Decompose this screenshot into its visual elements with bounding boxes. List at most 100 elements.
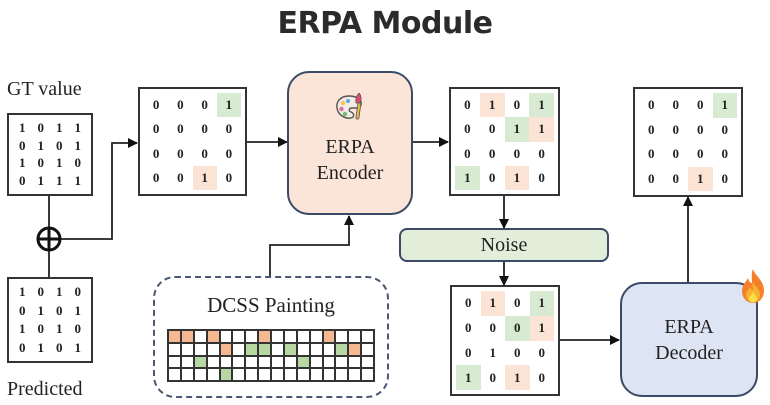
matrix-cell: 0 <box>538 344 546 360</box>
dcss-painting-block: DCSS Painting <box>153 276 389 398</box>
matrix-cell: 0 <box>56 302 63 318</box>
matrix-cell: 0 <box>19 137 26 153</box>
matrix-cell: 0 <box>152 121 160 137</box>
dcss-grid-cell <box>206 368 220 381</box>
matrix-cell: 1 <box>37 137 45 153</box>
matrix-cell: 0 <box>201 97 208 113</box>
dcss-grid-cell <box>271 330 284 343</box>
matrix-cell: 0 <box>19 339 26 355</box>
noise-label: Noise <box>480 233 528 256</box>
matrix-cell: 0 <box>177 97 184 113</box>
fire-icon <box>738 268 768 304</box>
dcss-grid-cell <box>206 355 220 369</box>
matrix-cell: 0 <box>37 155 45 171</box>
matrix-cell: 1 <box>74 119 82 135</box>
matrix-cell: 1 <box>688 166 713 191</box>
matrix-cell: 0 <box>672 170 680 186</box>
matrix-cell: 0 <box>19 302 26 318</box>
matrix-cell: 0 <box>201 145 208 161</box>
dcss-grid-cell <box>232 355 246 369</box>
matrix-cell: 1 <box>19 155 26 171</box>
matrix-cell: 1 <box>74 302 82 318</box>
dcss-grid-cell <box>180 330 194 343</box>
matrix-cell: 1 <box>504 117 530 142</box>
matrix-cell: 1 <box>529 93 554 118</box>
matrix-cell: 1 <box>529 291 554 316</box>
matrix-cell: 0 <box>672 146 680 162</box>
matrix-cell: 0 <box>56 137 63 153</box>
dcss-grid-cell <box>245 368 259 381</box>
dcss-grid-cell <box>322 330 336 343</box>
xor-icon <box>36 226 62 252</box>
matrix-cell: 0 <box>465 320 472 336</box>
dcss-grid-cell <box>271 355 284 369</box>
matrix-cell: 0 <box>697 97 704 113</box>
matrix-cell: 0 <box>74 284 82 300</box>
encoder-label-line1: ERPA <box>325 135 375 158</box>
matrix-cell: 1 <box>529 117 554 142</box>
matrix-cell: 1 <box>74 137 82 153</box>
dcss-grid-cell <box>206 342 220 356</box>
dcss-grid-cell <box>258 342 271 356</box>
matrix-cell: 0 <box>225 145 233 161</box>
matrix-cell: 0 <box>488 169 496 185</box>
dcss-grid-cell <box>283 342 297 356</box>
matrix-cell: 0 <box>489 320 497 336</box>
matrix-cell: 0 <box>74 321 82 337</box>
matrix-cell: 1 <box>455 165 480 190</box>
dcss-label: DCSS Painting <box>207 293 335 317</box>
matrix-cell: 0 <box>721 146 729 162</box>
wire-dcss-to-encoder <box>269 215 354 276</box>
matrix-cell: 1 <box>19 321 26 337</box>
dcss-grid-cell <box>168 330 181 343</box>
matrix-cell: 1 <box>56 155 63 171</box>
dcss-grid-cell <box>219 330 233 343</box>
matrix-cell: 0 <box>538 169 545 185</box>
matrix-cell: 0 <box>37 284 45 300</box>
diagram-title: ERPA Module <box>277 6 493 41</box>
matrix-cell: 0 <box>648 146 655 162</box>
matrix-cell: 0 <box>464 97 471 113</box>
dcss-grid-cell <box>271 342 284 356</box>
dcss-grid-cell <box>258 355 271 369</box>
dcss-grid-cell <box>309 368 323 381</box>
dcss-grid-cell <box>335 342 349 356</box>
matrix-cell: 0 <box>514 295 521 311</box>
dcss-grid-cell <box>258 368 271 381</box>
decoder-label-line2: Decoder <box>655 341 723 364</box>
matrix-cell: 1 <box>19 284 26 300</box>
matrix-cell: 1 <box>192 165 217 190</box>
matrix-cell: 0 <box>648 121 655 137</box>
matrix-cell: 0 <box>37 321 45 337</box>
matrix-cell: 0 <box>697 146 704 162</box>
matrix-cell: 0 <box>225 121 233 137</box>
matrix-cell: 1 <box>504 165 530 190</box>
matrix-cell: 1 <box>56 173 63 189</box>
matrix-cell: 0 <box>505 315 530 341</box>
matrix-cell: 0 <box>672 121 680 137</box>
dcss-grid-cell <box>348 355 362 369</box>
matrix-cell: 0 <box>489 369 497 385</box>
dcss-grid-cell <box>361 368 374 381</box>
dcss-grid-cell <box>283 368 297 381</box>
matrix-cell: 1 <box>74 339 82 355</box>
dcss-grid-cell <box>296 355 310 369</box>
matrix-cell: 0 <box>513 97 521 113</box>
dcss-grid-cell <box>168 368 181 381</box>
matrix-cell: 1 <box>37 339 45 355</box>
dcss-grid-cell <box>168 342 181 356</box>
dcss-grid-cell <box>232 368 246 381</box>
dcss-grid-cell <box>335 355 349 369</box>
dcss-grid-cell <box>245 330 259 343</box>
erpa-decoder-block: ERPA Decoder <box>620 282 758 397</box>
matrix-cell: 0 <box>538 145 545 161</box>
decoder-label-line1: ERPA <box>664 315 714 338</box>
encoder-label-line2: Encoder <box>316 161 384 184</box>
matrix-cell: 1 <box>56 284 63 300</box>
dcss-grid-cell <box>193 368 207 381</box>
matrix-cell: 0 <box>721 121 729 137</box>
matrix-cell: 0 <box>464 145 471 161</box>
